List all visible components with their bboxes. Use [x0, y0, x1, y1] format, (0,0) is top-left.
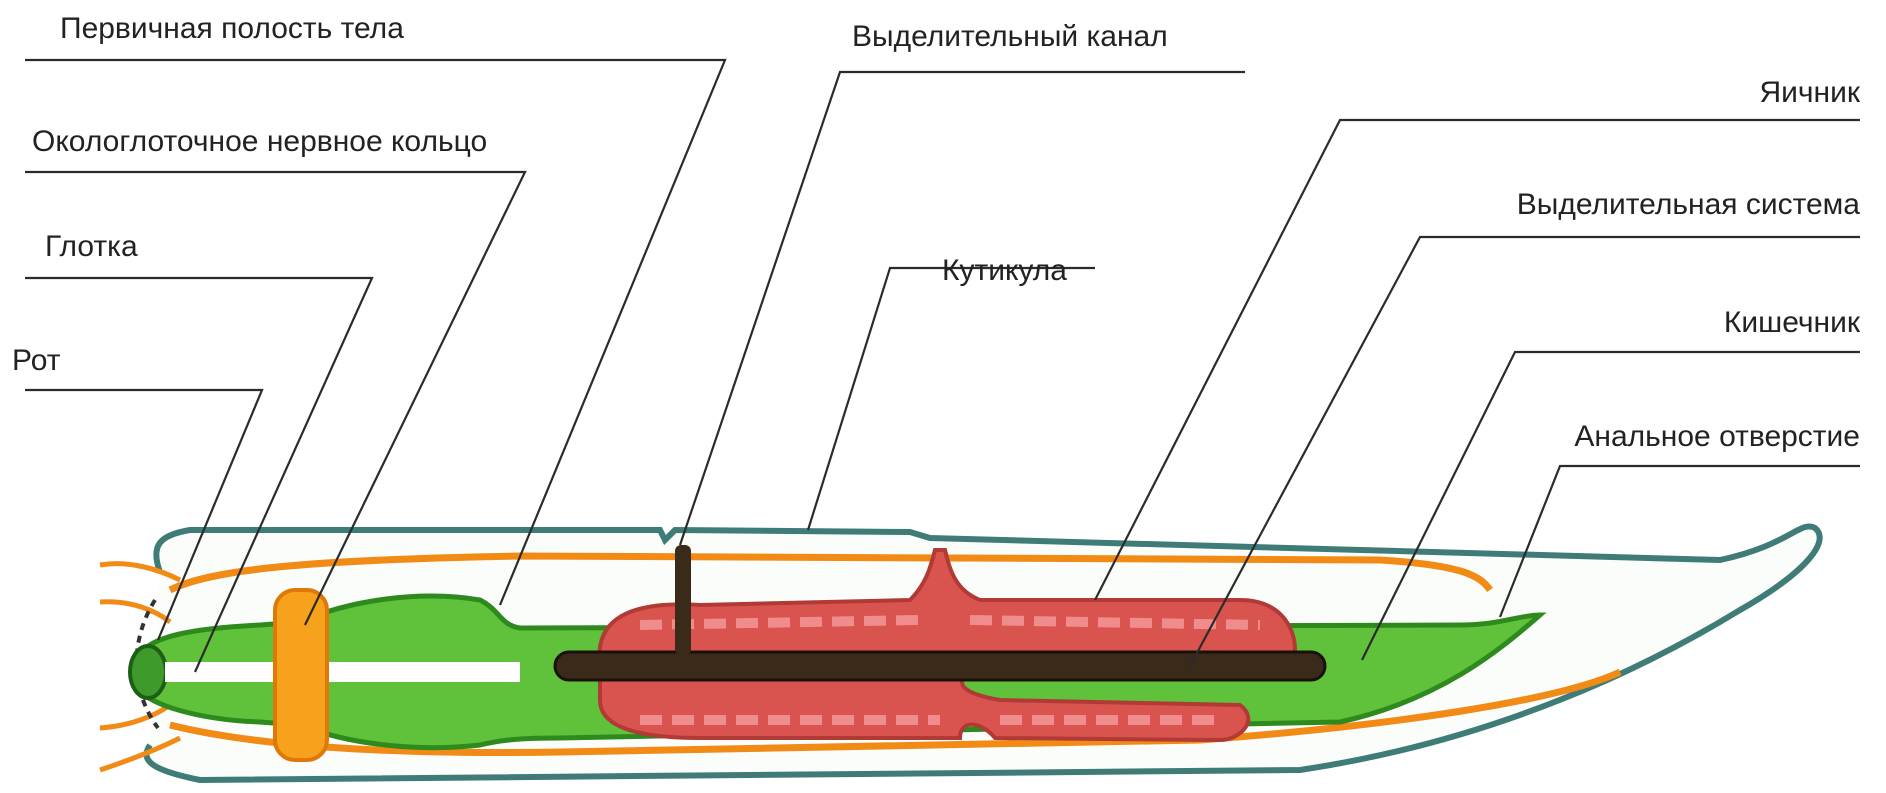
label-nerve-ring: Окологлоточное нервное кольцо: [32, 125, 487, 159]
label-excretory-canal: Выделительный канал: [852, 20, 1168, 54]
label-cuticle: Кутикула: [942, 254, 1067, 288]
mouth-opening: [130, 646, 166, 698]
label-excretory-system: Выделительная система: [1517, 188, 1860, 222]
excretory-canal-tube: [675, 545, 691, 655]
leader-cuticle: [808, 268, 1095, 530]
nerve-ring-shape: [275, 590, 327, 760]
label-mouth: Рот: [12, 344, 60, 378]
excretory-system-bar: [555, 652, 1325, 680]
label-intestine: Кишечник: [1724, 306, 1860, 340]
label-anus: Анальное отверстие: [1574, 420, 1860, 454]
label-ovary: Яичник: [1759, 76, 1860, 110]
label-pharynx: Глотка: [45, 230, 138, 264]
label-primary-cavity: Первичная полость тела: [60, 12, 404, 46]
